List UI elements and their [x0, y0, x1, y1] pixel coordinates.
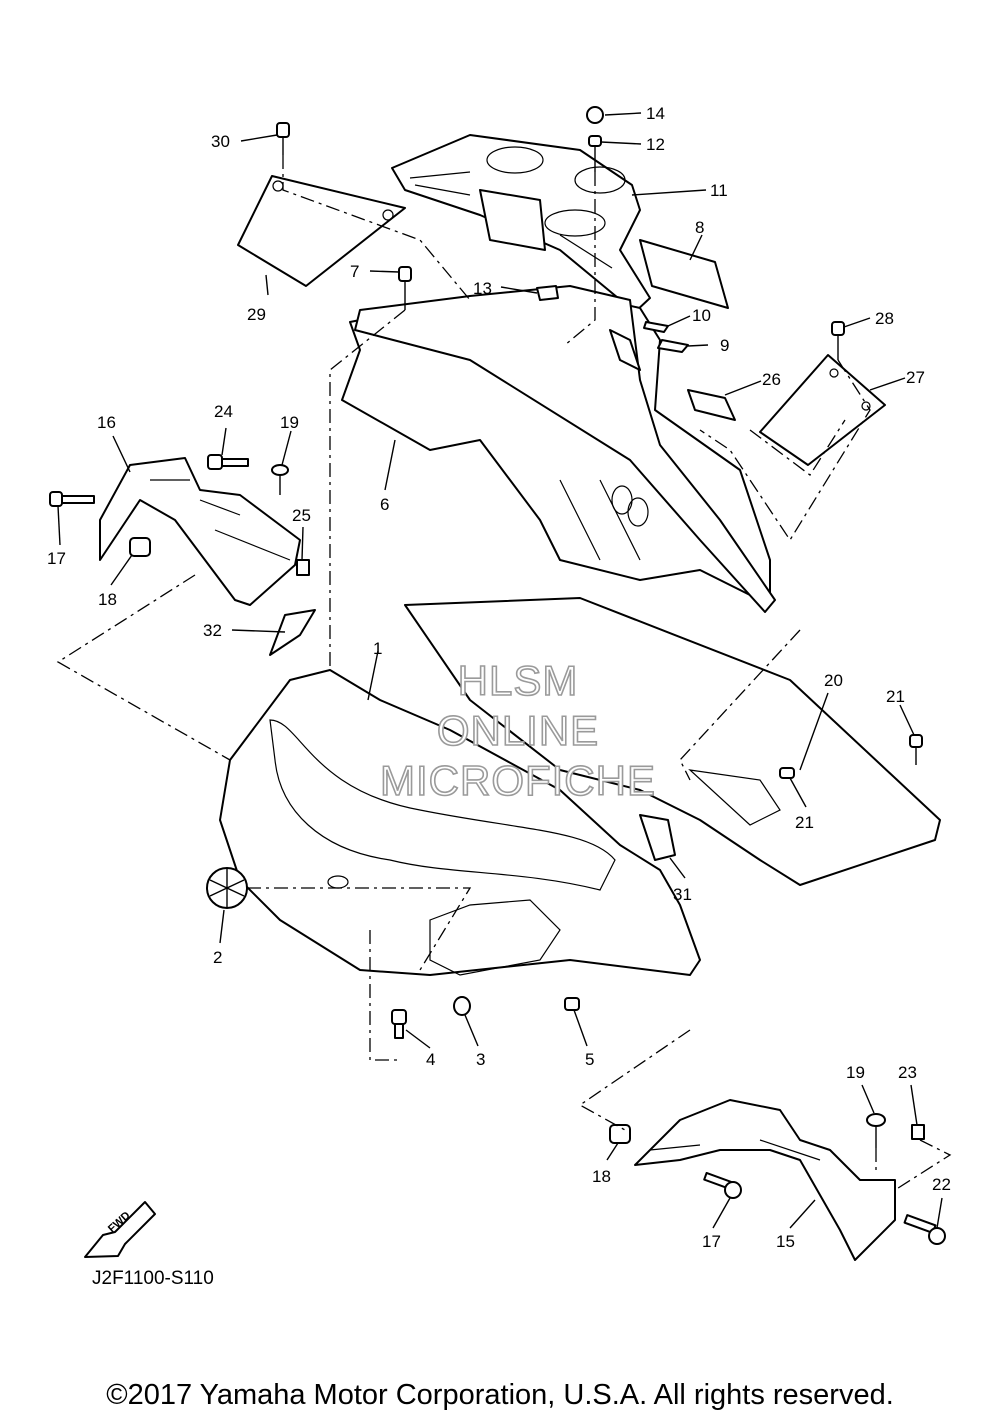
callout-19-lower: 19: [846, 1063, 865, 1082]
part-13-bracket: [536, 285, 559, 301]
part-27-panel: [759, 354, 886, 466]
part-18-collar-lower: [609, 1124, 631, 1144]
callout-11: 11: [710, 181, 728, 200]
part-21-clip-b: [779, 767, 795, 779]
callout-18-lower: 18: [592, 1167, 611, 1186]
watermark-line-2: ONLINE: [437, 707, 599, 754]
part-12-screw: [588, 135, 602, 172]
part-17-bolt-upper: [49, 491, 95, 507]
part-7-clip: [398, 266, 412, 310]
callout-31: 31: [673, 885, 692, 904]
part-30-screw: [276, 122, 290, 155]
callout-13: 13: [473, 279, 492, 298]
part-29-panel: [237, 175, 406, 287]
part-26-latch: [687, 389, 736, 421]
part-23-nut: [911, 1124, 925, 1140]
part-19-clip-upper: [271, 464, 289, 495]
callout-4: 4: [426, 1050, 435, 1069]
copyright-notice: ©2017 Yamaha Motor Corporation, U.S.A. A…: [106, 1379, 894, 1411]
callout-19: 19: [280, 413, 299, 432]
callout-26: 26: [762, 370, 781, 389]
callout-16: 16: [97, 413, 116, 432]
callout-30: 30: [211, 132, 230, 151]
part-25-nut: [296, 559, 310, 576]
part-32-cover: [269, 609, 316, 656]
part-21-clip-a: [909, 734, 923, 765]
callouts: 1 2 3 4 5 6 7 8 9 10 11 12 13 14 15 16 1…: [47, 104, 951, 1251]
callout-12: 12: [646, 135, 665, 154]
fwd-arrow-icon: FWD: [84, 1201, 156, 1258]
callout-21a: 21: [886, 687, 905, 706]
part-6-inner-hull: [341, 285, 776, 613]
part-16-fender: [99, 457, 301, 606]
callout-27: 27: [906, 368, 925, 387]
part-18-collar-upper: [129, 537, 151, 557]
part-24-bolt: [207, 454, 249, 470]
callout-29: 29: [247, 305, 266, 324]
part-5-clip: [564, 997, 580, 1011]
part-20-panel: [404, 597, 941, 886]
callout-9: 9: [720, 336, 729, 355]
part-3-washer: [453, 996, 471, 1016]
callout-22: 22: [932, 1175, 951, 1194]
callout-20: 20: [824, 671, 843, 690]
callout-18: 18: [98, 590, 117, 609]
callout-5: 5: [585, 1050, 594, 1069]
part-9-pad: [657, 339, 689, 353]
callout-28: 28: [875, 309, 894, 328]
part-19-clip-lower: [866, 1113, 886, 1148]
callout-8: 8: [695, 218, 704, 237]
callout-24: 24: [214, 402, 233, 421]
part-2-emblem: [206, 867, 248, 909]
part-1-body-shell: [219, 669, 701, 976]
part-28-screw: [831, 321, 845, 360]
callout-17-lower: 17: [702, 1232, 721, 1251]
part-8-sticker: [639, 239, 729, 309]
callout-7: 7: [350, 262, 359, 281]
callout-3: 3: [476, 1050, 485, 1069]
watermark-line-1: HLSM: [458, 657, 579, 704]
callout-25: 25: [292, 506, 311, 525]
diagram-code: J2F1100-S110: [92, 1268, 214, 1289]
part-22-bolt: [903, 1214, 946, 1245]
part-14-cap: [586, 106, 604, 124]
callout-6: 6: [380, 495, 389, 514]
callout-14: 14: [646, 104, 665, 123]
part-15-fender: [634, 1099, 896, 1261]
callout-15: 15: [776, 1232, 795, 1251]
callout-17: 17: [47, 549, 66, 568]
callout-1: 1: [373, 639, 382, 658]
assembly-lines: [56, 155, 952, 1191]
callout-23: 23: [898, 1063, 917, 1082]
callout-21b: 21: [795, 813, 814, 832]
leader-lines: [57, 112, 943, 1229]
part-11-tray: [391, 134, 651, 313]
callout-10: 10: [692, 306, 711, 325]
watermark: HLSM ONLINE MICROFICHE: [379, 656, 656, 805]
callout-2: 2: [213, 948, 222, 967]
part-4-bolt: [391, 1009, 407, 1039]
part-17-bolt-lower: [703, 1171, 742, 1199]
watermark-line-3: MICROFICHE: [380, 757, 656, 804]
callout-32: 32: [203, 621, 222, 640]
part-10-pad: [643, 321, 669, 333]
